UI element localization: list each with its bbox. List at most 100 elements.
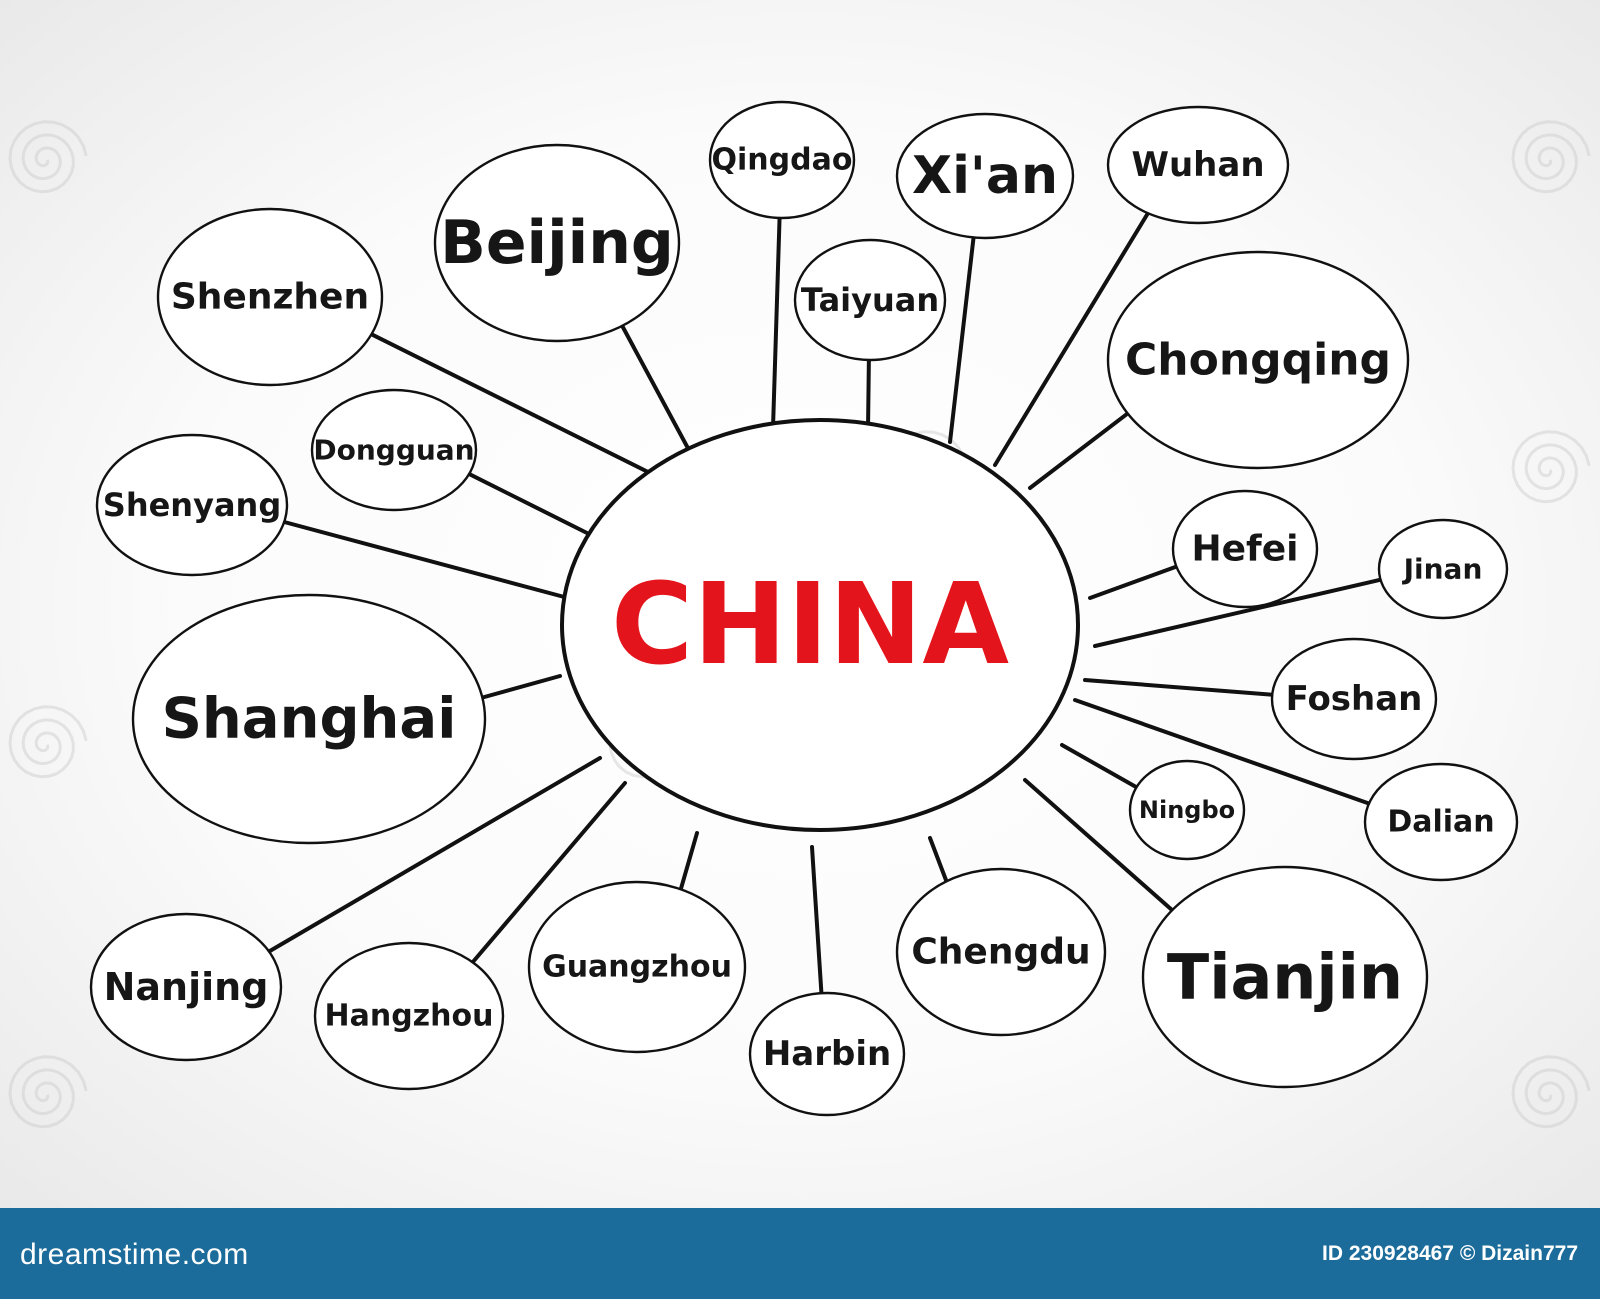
node-dalian: Dalian [1363, 762, 1519, 882]
node-ningbo-ellipse [1128, 759, 1246, 861]
node-chongqing: Chongqing [1106, 250, 1410, 470]
node-shenyang-label: Shenyang [103, 486, 281, 524]
dreamstime-spiral-icon [1511, 430, 1591, 504]
connector-shanghai [477, 674, 562, 701]
node-chengdu: Chengdu [895, 867, 1107, 1037]
node-chongqing-label: Chongqing [1125, 335, 1391, 386]
center-node-label: CHINA [611, 560, 1009, 690]
node-xi-an: Xi'an [895, 112, 1075, 240]
connector-nanjing [265, 756, 602, 955]
node-shanghai: Shanghai [131, 593, 487, 845]
node-dalian-label: Dalian [1387, 805, 1494, 840]
dreamstime-spiral-icon [1511, 120, 1591, 194]
node-xi-an-ellipse [895, 112, 1075, 240]
node-foshan-ellipse [1270, 637, 1438, 761]
node-shenyang: Shenyang [95, 433, 289, 577]
node-dalian-ellipse [1363, 762, 1519, 882]
connector-chongqing [1028, 409, 1132, 490]
node-tianjin: Tianjin [1141, 865, 1429, 1089]
connector-hangzhou [469, 781, 627, 966]
node-foshan-label: Foshan [1286, 679, 1423, 719]
node-shenzhen-ellipse [156, 207, 384, 387]
connector-hefei [1088, 564, 1180, 600]
node-nanjing: Nanjing [89, 912, 283, 1062]
node-hefei: Hefei [1171, 489, 1319, 609]
node-jinan: Jinan [1377, 518, 1509, 620]
dreamstime-spiral-icon [1511, 1055, 1591, 1129]
node-hefei-ellipse [1171, 489, 1319, 609]
connector-wuhan [993, 210, 1151, 467]
node-chongqing-ellipse [1106, 250, 1410, 470]
node-guangzhou: Guangzhou [527, 880, 747, 1054]
node-qingdao-ellipse [708, 100, 856, 220]
node-harbin: Harbin [748, 991, 906, 1117]
node-beijing-ellipse [433, 143, 681, 343]
node-dongguan: Dongguan [310, 388, 478, 512]
connector-chengdu [928, 836, 950, 885]
connector-foshan [1083, 678, 1276, 697]
center-node-ellipse [560, 418, 1080, 832]
node-shanghai-label: Shanghai [162, 687, 457, 752]
footer-bar: dreamstime.com ID 230928467 © Dizain777 [0, 1208, 1600, 1299]
connector-tianjin [1023, 778, 1177, 914]
node-chengdu-ellipse [895, 867, 1107, 1037]
footer-credit: ID 230928467 © Dizain777 [1322, 1242, 1578, 1265]
node-xi-an-label: Xi'an [912, 146, 1058, 206]
node-shenzhen: Shenzhen [156, 207, 384, 387]
node-hangzhou-ellipse [313, 941, 505, 1091]
node-ningbo-label: Ningbo [1139, 796, 1235, 824]
node-guangzhou-ellipse [527, 880, 747, 1054]
connector-qingdao [771, 214, 782, 430]
connector-guangzhou [678, 831, 699, 893]
connector-taiyuan [866, 356, 871, 432]
node-hangzhou: Hangzhou [313, 941, 505, 1091]
connector-lines [265, 210, 1384, 997]
connector-shenyang [280, 519, 570, 600]
node-taiyuan: Taiyuan [793, 238, 947, 362]
node-jinan-label: Jinan [1402, 553, 1483, 586]
node-qingdao-label: Qingdao [712, 143, 853, 178]
node-wuhan-ellipse [1106, 105, 1290, 225]
node-nanjing-ellipse [89, 912, 283, 1062]
node-dongguan-ellipse [310, 388, 478, 512]
node-shenzhen-label: Shenzhen [171, 277, 369, 318]
node-qingdao: Qingdao [708, 100, 856, 220]
node-beijing: Beijing [433, 143, 681, 343]
connector-xi-an [948, 234, 976, 444]
dreamstime-spiral-icon [8, 1055, 88, 1129]
node-nanjing-label: Nanjing [104, 965, 269, 1009]
node-wuhan: Wuhan [1106, 105, 1290, 225]
connector-dongguan [465, 471, 595, 538]
node-harbin-label: Harbin [763, 1034, 891, 1074]
node-chengdu-label: Chengdu [911, 932, 1090, 973]
node-ningbo: Ningbo [1128, 759, 1246, 861]
footer-logo[interactable]: dreamstime.com [20, 1238, 249, 1271]
node-beijing-label: Beijing [440, 208, 674, 278]
node-shenyang-ellipse [95, 433, 289, 577]
dreamstime-spiral-icon [8, 120, 88, 194]
node-hefei-label: Hefei [1192, 529, 1299, 570]
node-tianjin-label: Tianjin [1167, 941, 1403, 1014]
node-dongguan-label: Dongguan [313, 434, 474, 467]
node-harbin-ellipse [748, 991, 906, 1117]
connector-ningbo [1060, 743, 1140, 790]
node-taiyuan-ellipse [793, 238, 947, 362]
node-tianjin-ellipse [1141, 865, 1429, 1089]
node-shanghai-ellipse [131, 593, 487, 845]
connector-dalian [1073, 698, 1373, 806]
node-foshan: Foshan [1270, 637, 1438, 761]
node-guangzhou-label: Guangzhou [542, 950, 732, 985]
connector-jinan [1093, 577, 1384, 648]
dreamstime-spiral-icon [8, 705, 88, 779]
node-taiyuan-label: Taiyuan [801, 281, 939, 319]
node-wuhan-label: Wuhan [1131, 145, 1264, 185]
node-jinan-ellipse [1377, 518, 1509, 620]
node-hangzhou-label: Hangzhou [325, 999, 494, 1034]
connector-beijing [619, 322, 692, 454]
connector-harbin [810, 845, 824, 997]
center-node: CHINA [560, 418, 1080, 832]
connector-shenzhen [367, 331, 662, 480]
